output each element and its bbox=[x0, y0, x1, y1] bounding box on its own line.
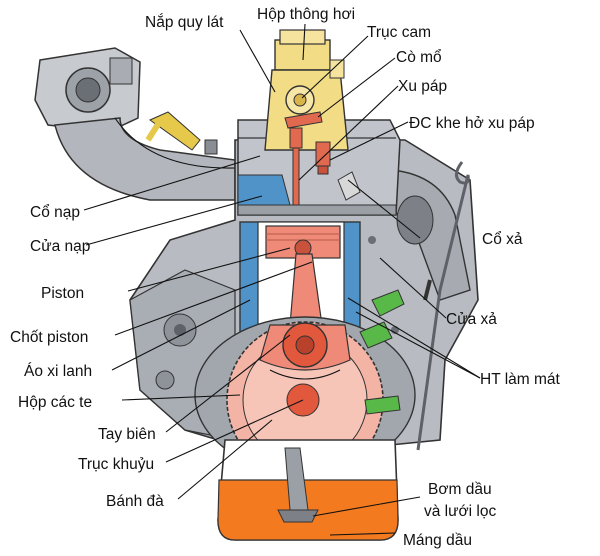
label-oil-pan: Máng dầu bbox=[403, 532, 472, 549]
label-crankshaft: Trục khuỷu bbox=[78, 456, 154, 473]
label-oil-pump-line1: Bơm dầu bbox=[428, 481, 492, 498]
leader-lines bbox=[83, 23, 481, 536]
label-oil-pump-line2: và lưới lọc bbox=[424, 503, 496, 520]
label-valve-clearance-adjuster: ĐC khe hở xu páp bbox=[409, 115, 535, 132]
label-valve-cover: Nắp quy lát bbox=[145, 14, 224, 31]
label-crankcase: Hộp các te bbox=[18, 394, 92, 411]
labels: Nắp quy lát Hộp thông hơi Trục cam Cò mổ… bbox=[10, 6, 561, 549]
label-rocker-arm: Cò mổ bbox=[396, 49, 442, 66]
label-connecting-rod: Tay biên bbox=[98, 426, 156, 443]
label-intake-port: Cửa nạp bbox=[30, 238, 90, 255]
label-intake-manifold: Cổ nạp bbox=[30, 204, 80, 221]
label-piston-pin: Chốt piston bbox=[10, 329, 88, 346]
engine-illustration bbox=[34, 29, 479, 541]
throttle-body bbox=[34, 47, 141, 133]
oil-pan bbox=[217, 439, 399, 541]
label-piston: Piston bbox=[41, 285, 84, 302]
intake-port-channel bbox=[237, 174, 291, 206]
label-camshaft: Trục cam bbox=[367, 24, 431, 41]
label-cylinder-sleeve: Áo xi lanh bbox=[24, 363, 92, 380]
dipstick bbox=[416, 161, 470, 451]
intake-runner bbox=[54, 111, 236, 201]
cylinder bbox=[239, 221, 361, 333]
label-flywheel: Bánh đà bbox=[106, 493, 164, 510]
crankcase bbox=[194, 316, 416, 479]
label-valve: Xu páp bbox=[398, 78, 447, 95]
label-breather-box: Hộp thông hơi bbox=[257, 6, 355, 23]
injector-upper bbox=[359, 289, 405, 349]
label-cooling-system: HT làm mát bbox=[480, 371, 561, 388]
label-exhaust-manifold: Cổ xả bbox=[482, 231, 523, 248]
label-exhaust-port: Cửa xả bbox=[446, 311, 497, 328]
injector-lower bbox=[364, 395, 401, 415]
